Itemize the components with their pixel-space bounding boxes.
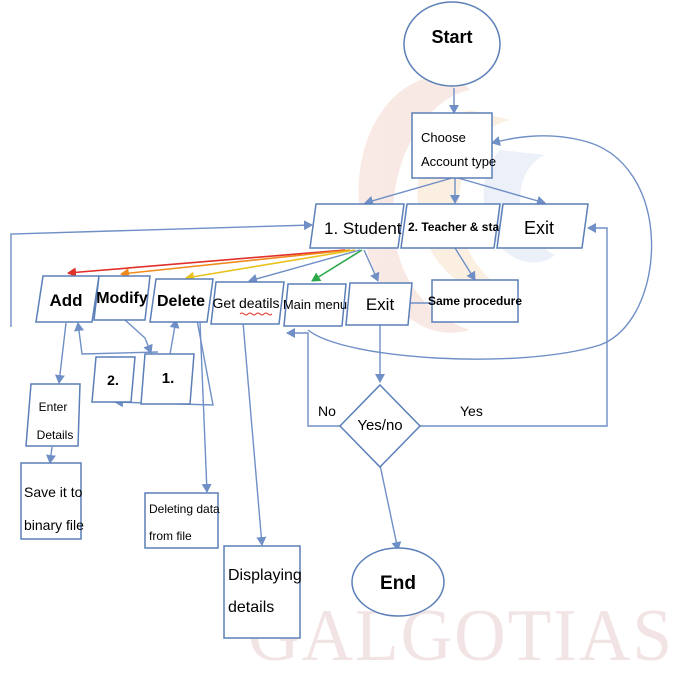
enter-details-node: Enter Details <box>25 383 81 447</box>
yes-branch-label: Yes <box>460 403 483 419</box>
main-menu-node: Main menu <box>283 283 347 327</box>
option-1-label: 1. <box>162 370 175 387</box>
exit-mid-node: Exit <box>345 282 413 326</box>
save-line2: binary file <box>24 517 84 533</box>
teacher-staff-node: 2. Teacher & staff <box>400 203 508 249</box>
deleting-line2: from file <box>149 529 192 543</box>
main-menu-label: Main menu <box>283 297 347 312</box>
yes-no-decision: Yes/no <box>338 383 422 469</box>
option-1-node: 1. <box>140 353 195 405</box>
displaying-details-node: Displaying details <box>223 545 302 639</box>
same-procedure-node: Same procedure <box>428 279 522 323</box>
displaying-line1: Displaying <box>228 567 302 584</box>
exit-top-label: Exit <box>524 218 554 238</box>
yes-no-label: Yes/no <box>357 417 402 434</box>
modify-node: Modify <box>93 275 151 321</box>
get-details-label: Get deatils <box>213 295 280 311</box>
deleting-data-node: Deleting data from file <box>144 492 220 549</box>
end-label: End <box>380 573 416 594</box>
modify-label: Modify <box>96 290 148 307</box>
get-details-node: Get deatils <box>210 281 285 325</box>
deleting-line1: Deleting data <box>149 502 220 516</box>
option-2-label: 2. <box>107 372 119 388</box>
add-node: Add <box>35 275 100 323</box>
choose-label-line2: Account type <box>421 154 496 169</box>
exit-top-node: Exit <box>496 203 589 249</box>
add-label: Add <box>49 291 82 310</box>
start-label: Start <box>431 27 472 47</box>
enter-details-line2: Details <box>37 428 74 442</box>
enter-details-line1: Enter <box>39 400 68 414</box>
choose-label-line1: Choose <box>421 130 466 145</box>
displaying-line2: details <box>228 599 274 616</box>
start-node: Start <box>403 1 501 87</box>
save-line1: Save it to <box>24 484 83 500</box>
option-2-node: 2. <box>91 356 136 403</box>
student-label: 1. Student <box>324 219 402 238</box>
save-binary-file-node: Save it to binary file <box>20 462 84 540</box>
end-node: End <box>351 547 445 617</box>
no-branch-label: No <box>318 403 336 419</box>
exit-mid-label: Exit <box>366 295 395 314</box>
delete-label: Delete <box>157 293 205 310</box>
delete-node: Delete <box>149 278 214 323</box>
teacher-staff-label: 2. Teacher & staff <box>408 220 508 234</box>
spellcheck-underline <box>239 312 273 316</box>
same-procedure-label: Same procedure <box>428 294 522 308</box>
student-node: 1. Student <box>309 203 405 249</box>
choose-account-type-node: Choose Account type <box>411 112 496 179</box>
watermark-text: GALGOTIAS <box>248 595 674 673</box>
